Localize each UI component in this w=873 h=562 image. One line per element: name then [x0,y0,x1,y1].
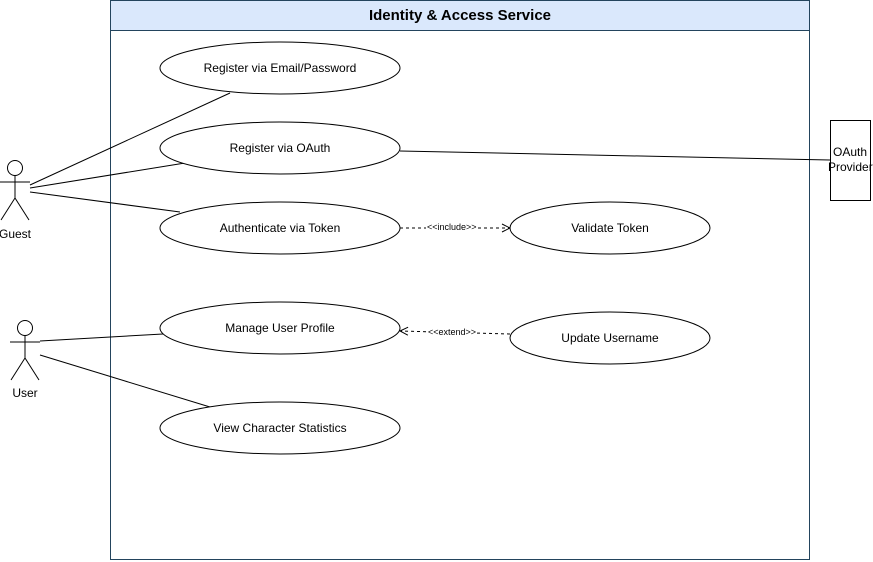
include-stereotype-label: <<include>> [426,222,478,232]
usecase-register-oauth[interactable] [159,121,401,175]
actor-oauth-provider-label-line2: Provider [828,160,873,174]
system-boundary [110,0,810,560]
actor-guest-icon[interactable] [0,160,30,221]
usecase-register-email-label: Register via Email/Password [203,61,357,75]
assoc-oauth-provider [399,150,831,161]
system-title: Identity & Access Service [368,7,552,24]
usecase-update-username[interactable] [509,311,711,365]
usecase-register-email[interactable] [159,41,401,95]
actor-oauth-provider-label: OAuth Provider [828,145,873,175]
usecase-update-username-label: Update Username [561,331,659,345]
assoc-guest-register-oauth [29,162,186,189]
actor-user-icon[interactable] [10,320,40,381]
usecase-manage-profile-label: Manage User Profile [225,321,335,335]
system-header [110,0,810,31]
actor-oauth-provider-label-line1: OAuth [832,145,868,159]
extend-stereotype-label: <<extend>> [427,327,478,337]
assoc-guest-authenticate [29,191,181,213]
usecase-validate-token-label: Validate Token [571,221,649,235]
usecase-view-stats-label: View Character Statistics [213,421,347,435]
actor-oauth-provider-box[interactable] [830,120,871,201]
usecase-authenticate-token[interactable] [159,201,401,255]
assoc-guest-register-email [29,92,231,186]
usecase-register-oauth-label: Register via OAuth [229,141,331,155]
assoc-user-manage-profile [39,333,164,342]
assoc-user-view-stats [39,354,211,408]
usecase-view-stats[interactable] [159,401,401,455]
usecase-authenticate-token-label: Authenticate via Token [219,221,341,235]
usecase-validate-token[interactable] [509,201,711,255]
actor-user-label: User [12,386,38,400]
actor-guest-label: Guest [0,227,31,241]
usecase-manage-profile[interactable] [159,301,401,355]
